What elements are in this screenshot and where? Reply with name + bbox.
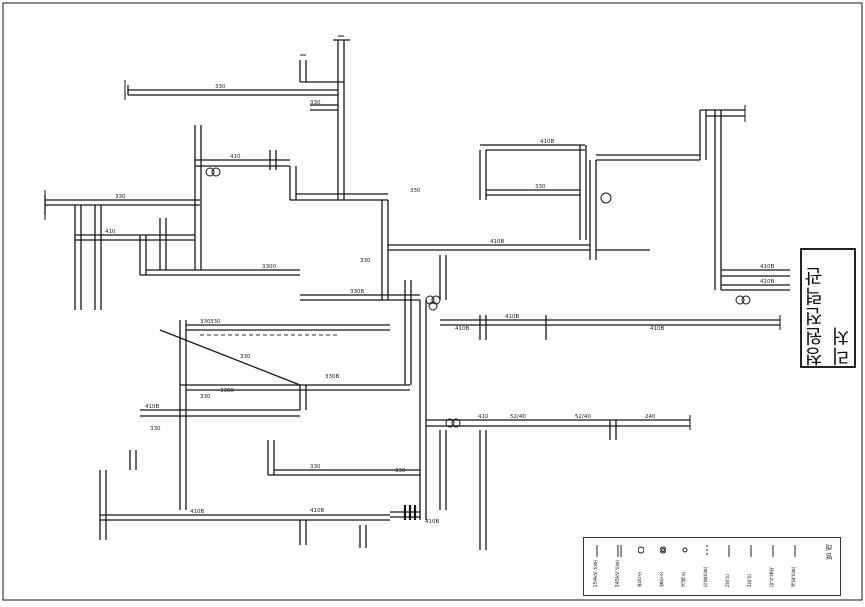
wire-label: 410 (478, 414, 489, 420)
wire-label: 3300 (220, 388, 234, 394)
wire-label: 330 (360, 258, 371, 264)
wire-label: 410B (425, 519, 439, 525)
legend-item: 2회선 (725, 545, 731, 587)
wire-label: 410B (190, 509, 204, 515)
wire-label: 330B (325, 374, 339, 380)
terminal-marks (44, 35, 781, 430)
wire-label: 410B (505, 314, 519, 320)
wire-label: 330B (350, 289, 364, 295)
legend-box: 범 례 154kV 선로 345kV 선로 변전소 발전소 개폐소 지중선로 2… (583, 537, 841, 596)
legend-item: 계획선로 (791, 545, 797, 587)
top-feeder (127, 39, 350, 200)
wire-label: 330 (310, 464, 321, 470)
legend-item: 개폐소 (680, 542, 690, 590)
legend-heading: 범 례 (825, 544, 833, 561)
title-box: 청원전력관리처 (800, 248, 856, 368)
wire-label: 330 (410, 188, 421, 194)
legend-item: 발전소 (658, 542, 668, 590)
diagram-title: 청원전력관리처 (804, 266, 853, 366)
wire-label: 52/40 (510, 414, 526, 420)
wire-label: 330 (150, 426, 161, 432)
wire-label: 330 (215, 84, 226, 90)
wire-label: 410B (650, 326, 664, 332)
wire-label: 410B (310, 508, 324, 514)
wire-label: 330 (210, 319, 221, 325)
legend-item: 타사설비 (769, 545, 775, 587)
wire-label: 410B (145, 404, 159, 410)
wire-label: 410 (230, 154, 241, 160)
wire-label: 240 (645, 414, 656, 420)
wire-label: 330 (310, 100, 321, 106)
wire-label: 52/40 (575, 414, 591, 420)
right-station (479, 109, 790, 305)
middle-block (140, 280, 412, 417)
wire-label: 330 (395, 468, 406, 474)
wire-label: 410B (540, 139, 554, 145)
wire-label: 410B (760, 279, 774, 285)
legend-item: 지중선로 (703, 545, 709, 587)
legend-item: 변전소 (636, 542, 646, 590)
wire-label: 330 (535, 184, 546, 190)
wire-label: 330 (200, 394, 211, 400)
wire-label: 330 (200, 319, 211, 325)
wire-label: 3300 (262, 264, 276, 270)
lower-network (99, 410, 690, 550)
legend-item: 1회선 (747, 545, 753, 587)
wire-labels: 330 410 330 410B 330 410B 330 410 330 33… (105, 84, 774, 525)
left-top-station (44, 125, 388, 310)
legend-item: 154kV 선로 (593, 545, 599, 587)
wire-label: 330 (115, 194, 126, 200)
wire-label: 410B (455, 326, 469, 332)
center-bus (300, 200, 780, 430)
legend-item: 345kV 선로 (615, 545, 622, 587)
wire-label: 330 (240, 354, 251, 360)
wire-label: 410 (105, 229, 116, 235)
wire-label: 410B (490, 239, 504, 245)
wire-label: 410B (760, 264, 774, 270)
